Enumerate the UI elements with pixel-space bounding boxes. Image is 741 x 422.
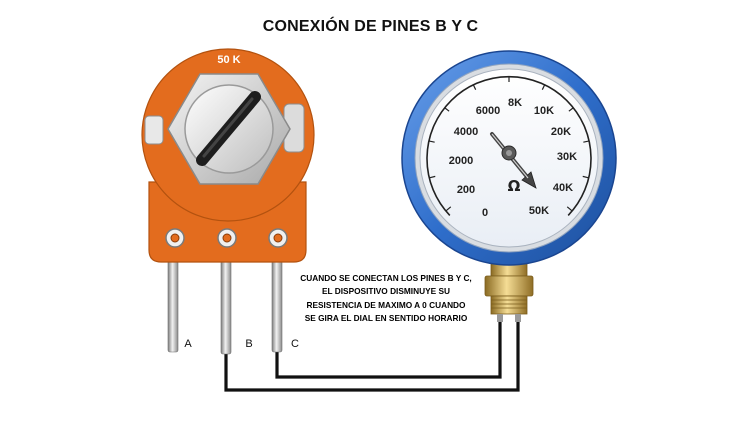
scale-label-4000: 4000 [454,126,478,138]
meter-scale-ticks [428,76,590,212]
meter-unit-symbol: Ω [508,177,521,195]
meter-probe-left [497,314,503,322]
pot-terminal-a [165,228,185,248]
pot-knob-slot-highlight [202,97,254,158]
scale-label-30k: 30K [557,151,577,163]
meter-probe-right [515,314,521,322]
meter-scale-tick [541,84,546,90]
pot-terminal-b [217,228,237,248]
meter-thread-lines [491,299,527,309]
meter-fitting-thread [490,295,528,315]
meter-scale-tick [428,140,435,143]
explanation-note: CUANDO SE CONECTAN LOS PINES B Y C, EL D… [300,273,472,324]
meter-scale-tick [472,84,477,90]
meter-scale-tick [444,107,450,112]
scale-label-6000: 6000 [476,105,500,117]
pin-label-b: B [245,338,252,350]
pin-label-c: C [291,338,299,350]
meter-needle-hub-cap [506,150,512,156]
potentiometer: 50 K A B C [141,48,315,355]
pot-terminal-c [268,228,288,248]
pot-value-label: 50 K [217,54,240,66]
meter-scale-tick [568,107,574,112]
wire-pin-b [224,318,520,392]
wire-pin-c [275,318,502,379]
meter-scale-labels: 0 200 2000 4000 6000 8K 10K 20K 30K 40K … [449,97,577,219]
pin-label-a: A [184,338,192,350]
meter-scale-tick [583,140,590,143]
ohmmeter: 0 200 2000 4000 6000 8K 10K 20K 30K 40K … [401,50,617,322]
meter-scale-tick [582,175,589,179]
meter-scale-tick [429,175,436,179]
meter-scale-tick [445,206,452,212]
pin-a-leg [167,257,179,353]
wires [224,318,520,392]
scale-label-20k: 20K [551,126,571,138]
scale-label-200: 200 [457,184,475,196]
scale-label-0: 0 [482,207,488,219]
meter-scale-tick [566,206,573,212]
scale-label-2000: 2000 [449,155,473,167]
pin-c-leg [271,257,283,353]
scale-label-8k: 8K [508,97,522,109]
scale-label-40k: 40K [553,182,573,194]
meter-fitting-hex [484,275,534,297]
scale-label-50k: 50K [529,205,549,217]
pot-side-bump-left [144,115,164,145]
diagram-title: CONEXIÓN DE PINES B Y C [262,18,479,35]
scale-label-10k: 10K [534,105,554,117]
pin-b-leg [220,257,232,355]
